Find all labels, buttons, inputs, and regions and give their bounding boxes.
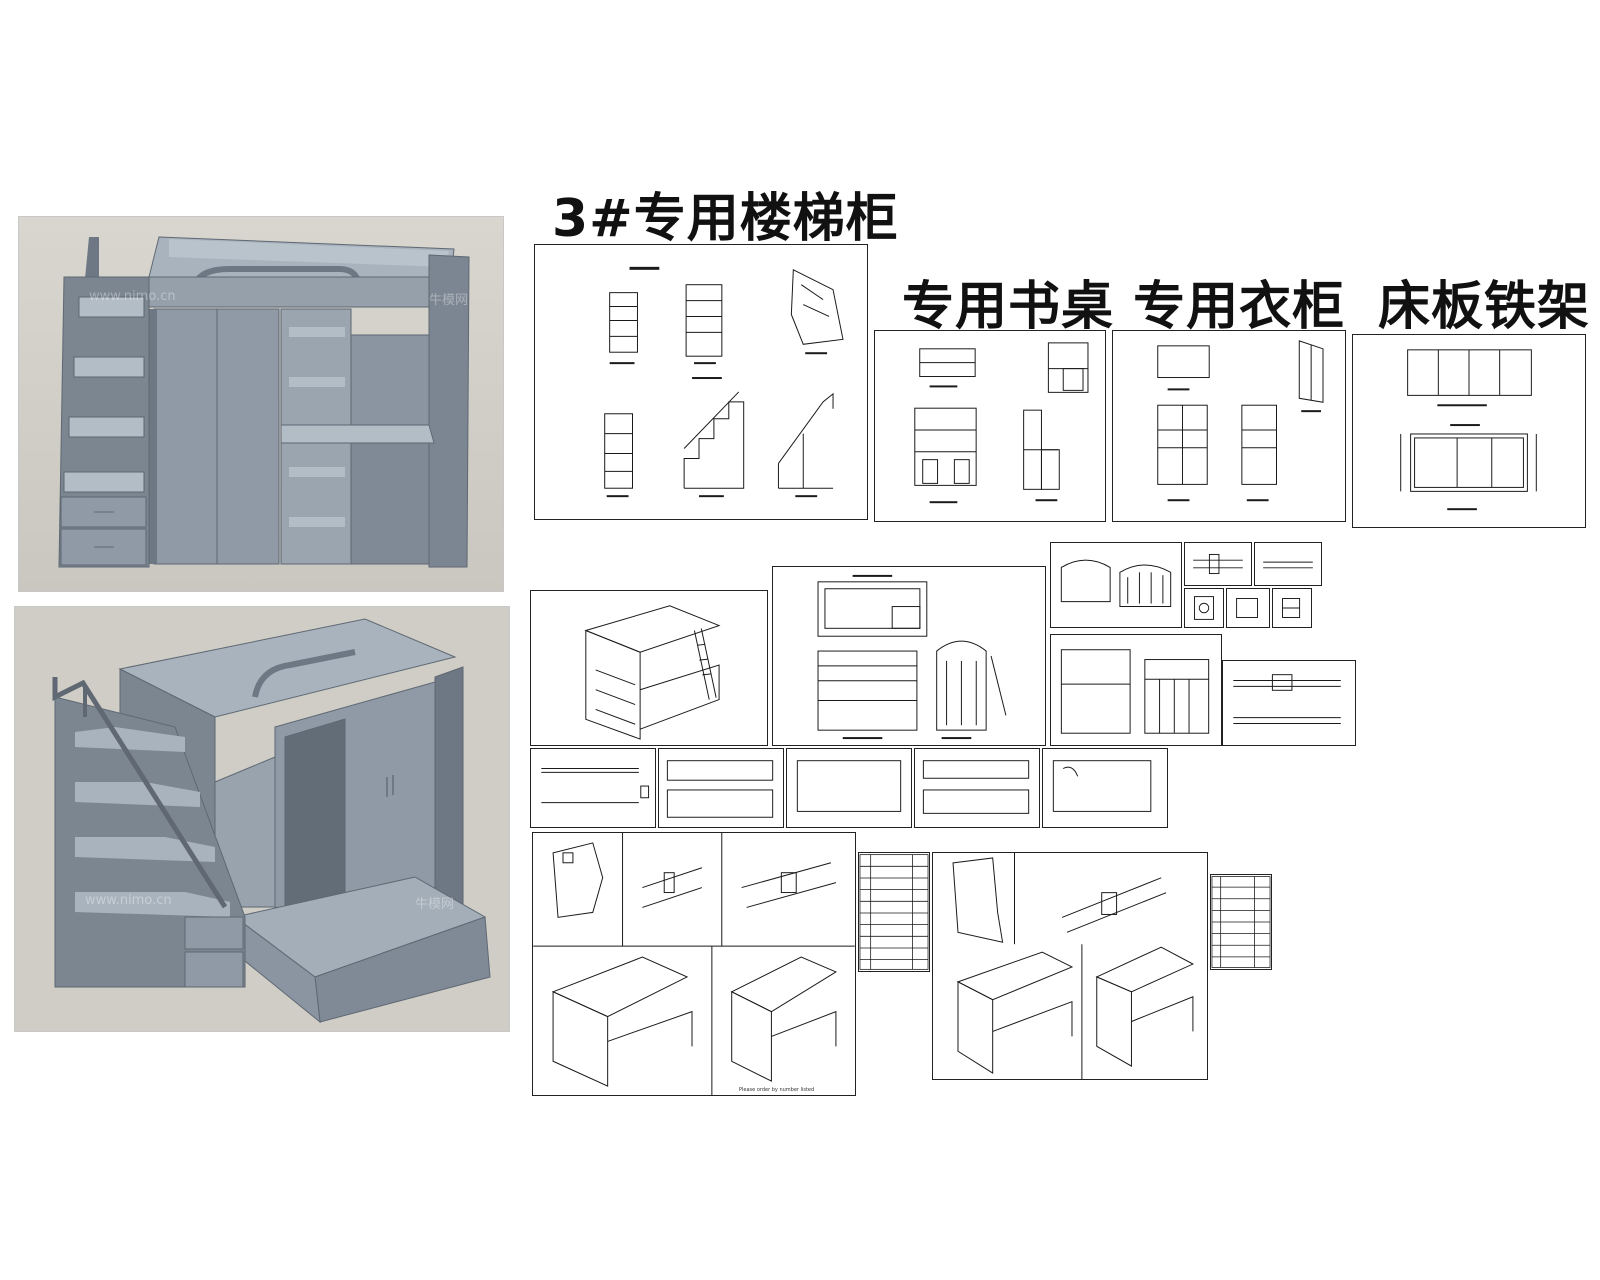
assembly-left-drawing <box>533 833 855 1095</box>
order-note: Please order by number listed <box>739 1087 815 1093</box>
cad-sheet-detail-c <box>1184 588 1224 628</box>
desk-drawing <box>914 342 1089 504</box>
cad-sheet-panel-2 <box>658 748 784 828</box>
cad-sheet-assembly-left: Please order by number listed <box>532 832 856 1096</box>
rails-drawing <box>1233 674 1341 724</box>
assembly-right-drawing <box>952 853 1195 1079</box>
cad-sheet-panel-1 <box>530 748 656 828</box>
cad-sheet-parts-list-a <box>858 852 930 972</box>
cad-sheet-stair-cabinet <box>534 244 868 520</box>
cad-sheet-desk <box>874 330 1106 522</box>
parts-list-b-drawing <box>1211 876 1271 968</box>
loft-plan-drawing <box>1060 649 1210 734</box>
detail-b-drawing <box>1263 561 1313 569</box>
cad-sheet-rails <box>1222 660 1356 746</box>
cad-sheet-wardrobe <box>1112 330 1346 522</box>
cad-sheet-bunk-elevations <box>772 566 1046 746</box>
cad-sheet-headboards <box>1050 542 1182 628</box>
watermark-brand: 牛模网 <box>429 293 469 308</box>
bunk-iso-drawing <box>584 605 721 740</box>
watermark-site: www.nimo.cn <box>89 289 176 304</box>
cad-sheet-bed-frame <box>1352 334 1586 528</box>
cad-sheet-detail-e <box>1272 588 1312 628</box>
cad-sheet-panel-5 <box>1042 748 1168 828</box>
cad-sheet-detail-a <box>1184 542 1252 586</box>
render-loft-bed: www.nimo.cn 牛模网 <box>14 606 510 1032</box>
headboards-drawing <box>1060 559 1172 607</box>
title-bed-frame: 床板铁架 <box>1378 277 1591 337</box>
parts-list-a-drawing <box>859 854 929 970</box>
wardrobe-drawing <box>1157 340 1324 502</box>
title-stair-cabinet: 3#专用楼梯柜 <box>552 189 899 249</box>
cad-sheet-assembly-right <box>932 852 1208 1080</box>
title-desk-wardrobe: 专用书桌 专用衣柜 <box>902 277 1346 337</box>
cad-sheet-detail-d <box>1226 588 1270 628</box>
watermark-site-2: www.nimo.cn <box>85 893 172 908</box>
cad-sheet-parts-list-b <box>1210 874 1272 970</box>
cad-sheet-bunk-iso <box>530 590 768 746</box>
cad-sheet-panel-4 <box>914 748 1040 828</box>
panel-2-drawing <box>666 760 774 818</box>
detail-e-drawing <box>1282 598 1301 618</box>
bunk-elevations-drawing <box>817 574 1007 740</box>
loft-desk-model <box>19 217 503 591</box>
loft-bed-model <box>15 607 509 1031</box>
watermark-brand-2: 牛模网 <box>415 897 455 912</box>
cad-sheet-loft-plan <box>1050 634 1222 746</box>
panel-1-drawing <box>541 768 650 804</box>
detail-a-drawing <box>1193 553 1243 575</box>
bed-frame-drawing <box>1400 349 1537 511</box>
panel-3-drawing <box>796 760 902 812</box>
cad-sheet-panel-3 <box>786 748 912 828</box>
render-loft-desk: www.nimo.cn 牛模网 <box>18 216 504 592</box>
cad-sheet-detail-b <box>1254 542 1322 586</box>
detail-d-drawing <box>1236 598 1258 618</box>
panel-5-drawing <box>1052 760 1152 812</box>
stair-cabinet-drawing <box>604 266 844 498</box>
detail-c-drawing <box>1194 596 1214 620</box>
panel-4-drawing <box>922 760 1030 814</box>
